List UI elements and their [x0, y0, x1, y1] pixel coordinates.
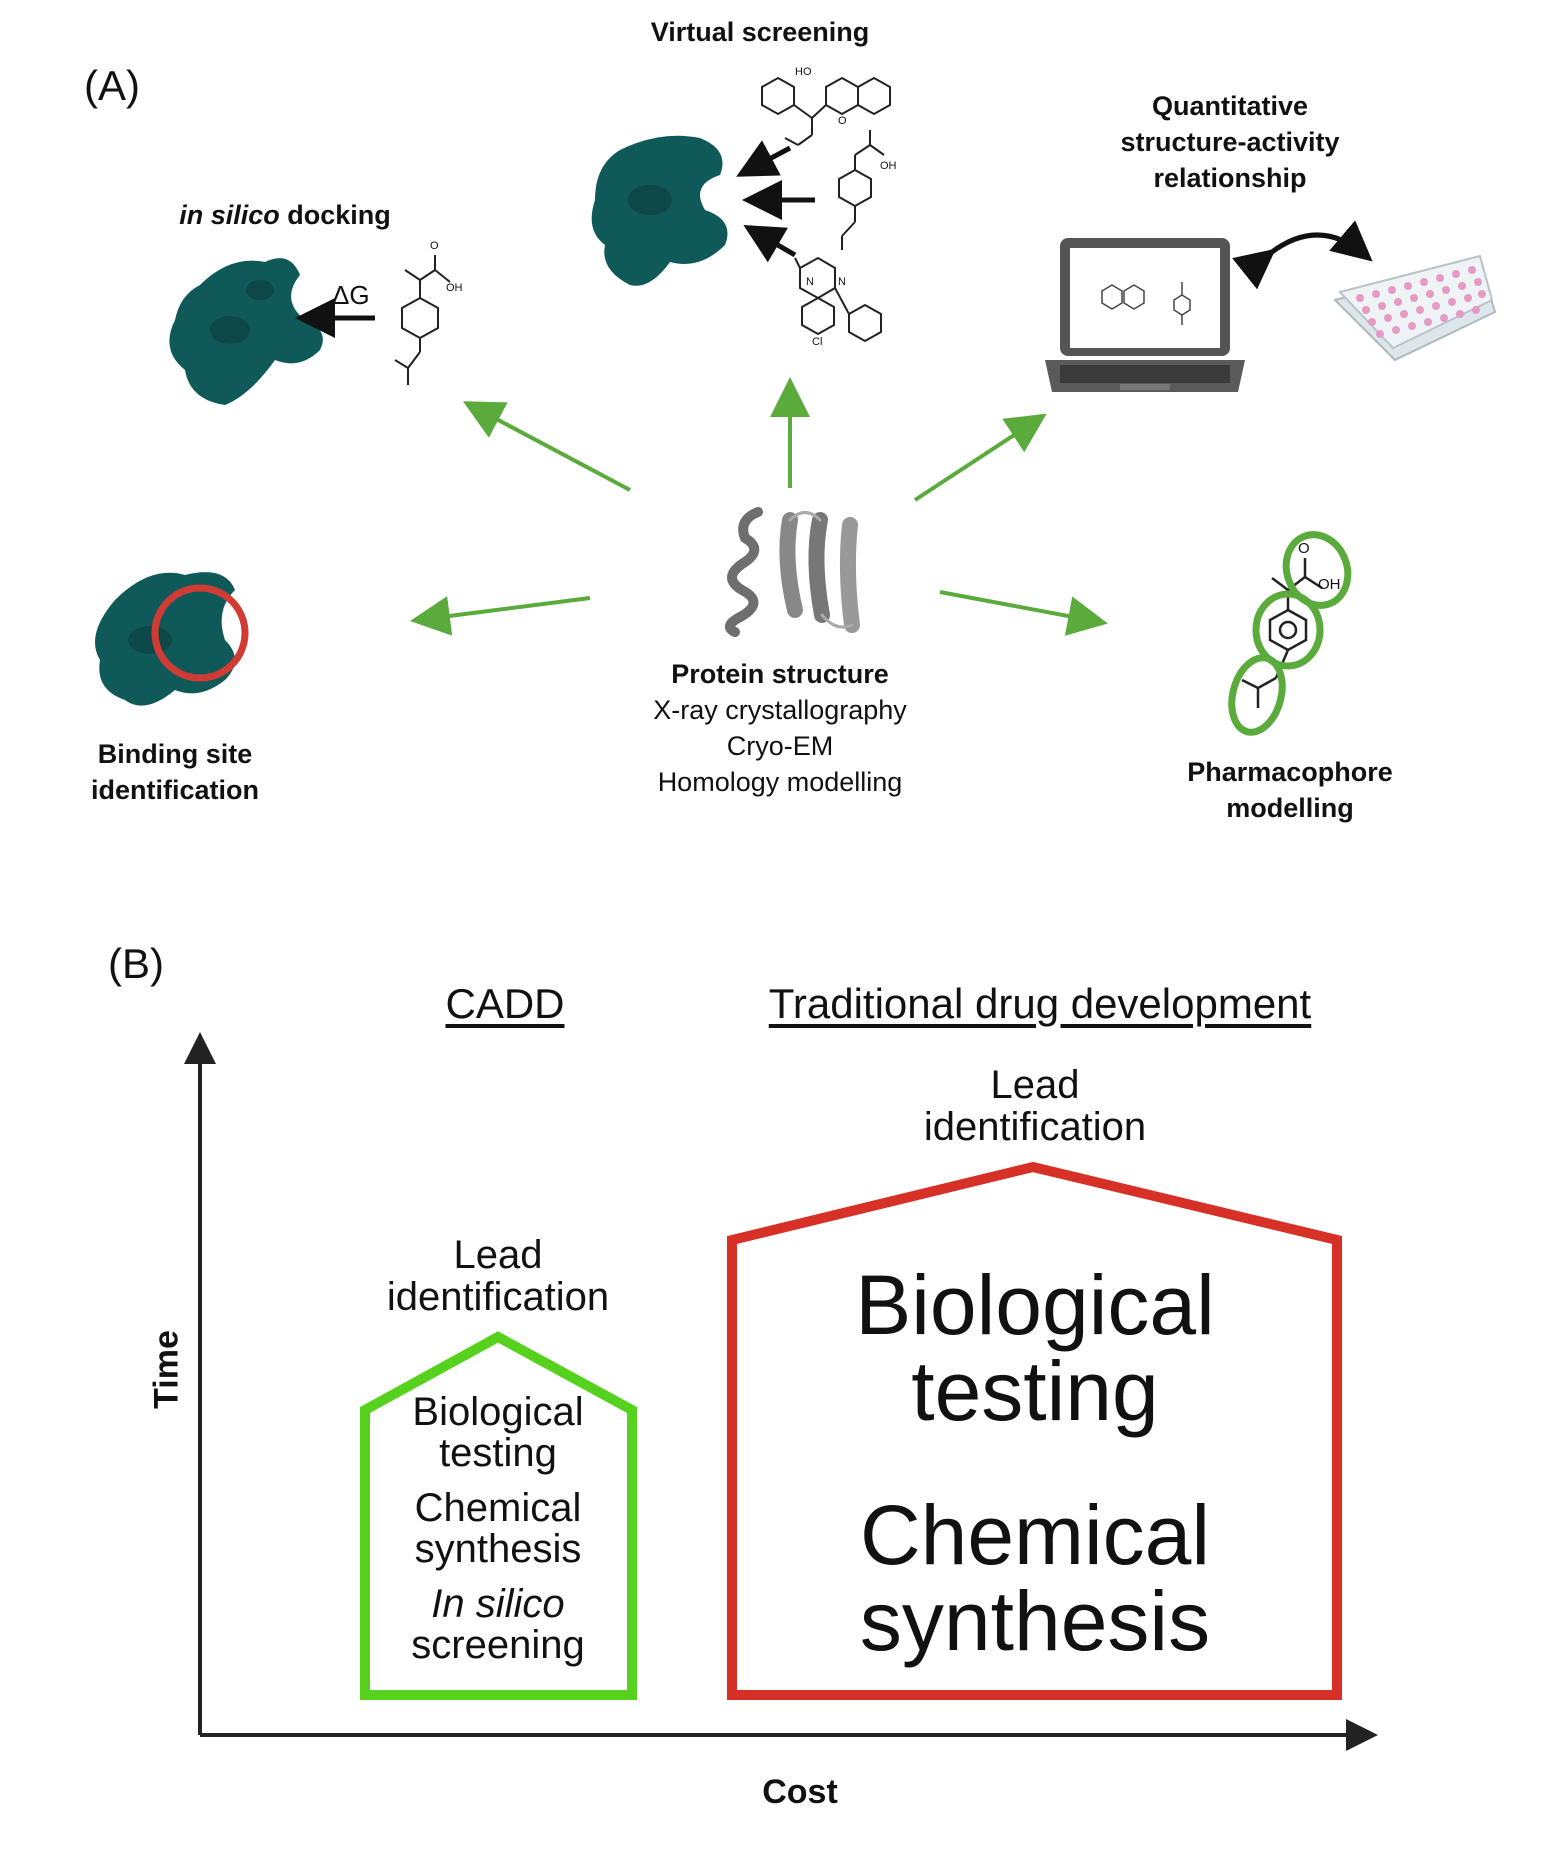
qsar-title: Quantitative structure-activity relation… — [1110, 88, 1350, 196]
traditional-title: Traditional drug development — [768, 980, 1312, 1027]
cadd-lead-label: Lead identification — [348, 1234, 648, 1318]
pharmacophore-line-2: modelling — [1226, 793, 1354, 823]
cadd-silico-2: screening — [411, 1623, 585, 1667]
cadd-house-outline — [360, 1331, 637, 1700]
docking-title: in silico docking — [170, 197, 400, 233]
cadd-title: CADD — [445, 980, 565, 1027]
pharmacophore-ligand — [1241, 558, 1323, 708]
method-xray: X-ray crystallography — [653, 695, 907, 725]
vs-cl: Cl — [812, 336, 823, 348]
pharmacophore-title: Pharmacophore modelling — [1180, 754, 1400, 826]
trad-chem-1: Chemical — [859, 1488, 1211, 1582]
method-cryoem: Cryo-EM — [726, 731, 834, 761]
panel-b-label: (B) — [108, 940, 164, 987]
cadd-lead-line-2: identification — [386, 1275, 610, 1319]
docking-title-rest: docking — [279, 200, 391, 230]
trad-chem-2: synthesis — [859, 1574, 1211, 1668]
laptop-icon — [1045, 238, 1245, 392]
vs-arrows — [736, 140, 815, 263]
traditional-house-outline — [727, 1161, 1342, 1700]
docking-title-italic: in silico — [179, 200, 280, 230]
cadd-chem-2: synthesis — [414, 1527, 582, 1571]
well-plate-icon — [1333, 254, 1497, 362]
qsar-line-1: Quantitative — [1151, 91, 1309, 121]
pharm-oh: OH — [1318, 576, 1341, 593]
trad-bio-2: testing — [911, 1344, 1159, 1438]
pharm-o: O — [1298, 540, 1310, 557]
docking-ligand — [394, 255, 451, 385]
trad-lead-label: Lead identification — [880, 1064, 1190, 1148]
qsar-line-2: structure-activity — [1120, 127, 1340, 157]
trad-inside-text: Biological testing Chemical synthesis — [745, 1262, 1325, 1664]
docking-protein-blob — [169, 258, 323, 405]
protein-structure-title: Protein structure — [671, 659, 889, 689]
qsar-line-3: relationship — [1153, 163, 1307, 193]
vs-o: O — [838, 115, 847, 127]
protein-ribbon — [724, 507, 860, 637]
x-axis-label: Cost — [762, 1773, 838, 1811]
protein-structure-block: Protein structure X-ray crystallography … — [630, 656, 930, 800]
cadd-lead-line-1: Lead — [453, 1233, 543, 1277]
arrow-to-qsar — [913, 413, 1047, 502]
binding-site-circle — [151, 584, 249, 682]
vs-n1: N — [806, 276, 814, 288]
y-axis-label: Time — [147, 1330, 186, 1409]
arrow-to-docking — [462, 401, 631, 492]
cadd-bio-2: testing — [439, 1431, 557, 1475]
trad-lead-line-2: identification — [923, 1105, 1147, 1149]
vs-n2: N — [838, 276, 846, 288]
virtual-screening-title: Virtual screening — [650, 17, 870, 47]
arrow-to-pharmacophore — [939, 590, 1108, 636]
docking-delta-g: ΔG — [332, 280, 370, 310]
radial-arrows — [410, 377, 1108, 636]
method-homology: Homology modelling — [657, 767, 903, 797]
docking-oh: OH — [446, 282, 463, 294]
pharmacophore-features — [1228, 531, 1352, 736]
binding-site-line-1: Binding site — [97, 739, 253, 769]
cadd-bio-1: Biological — [412, 1390, 584, 1434]
qsar-double-arrow — [1232, 220, 1373, 290]
trad-lead-line-1: Lead — [990, 1063, 1080, 1107]
docking-o: O — [430, 240, 439, 252]
vs-protein-blob — [591, 135, 728, 286]
binding-site-line-2: identification — [91, 775, 259, 805]
cadd-silico-1: In silico — [431, 1582, 565, 1626]
cadd-chem-1: Chemical — [414, 1486, 582, 1530]
arrow-to-binding-site — [410, 596, 591, 636]
cadd-inside-text: Biological testing Chemical synthesis In… — [368, 1392, 628, 1666]
binding-site-title: Binding site identification — [70, 736, 280, 808]
trad-bio-1: Biological — [855, 1258, 1215, 1352]
pharmacophore-line-1: Pharmacophore — [1187, 757, 1393, 787]
panel-a-label: (A) — [84, 62, 140, 109]
vs-ho: HO — [795, 66, 812, 78]
vs-oh: OH — [880, 160, 897, 172]
binding-site-protein-blob — [95, 572, 235, 706]
vs-ligands — [761, 76, 891, 343]
